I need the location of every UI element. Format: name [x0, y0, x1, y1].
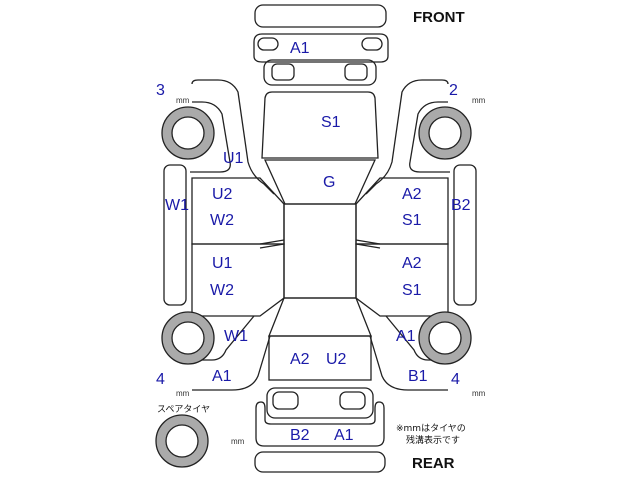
tire-rl-number: 4 [156, 371, 165, 388]
roof[interactable] [283, 203, 357, 299]
tire-front-left[interactable] [161, 106, 215, 160]
spare-tire-unit: mm [231, 437, 245, 446]
code-left-front-door-1: U2 [212, 186, 233, 203]
note-line-2: 残溝表示です [406, 434, 460, 446]
headlight-left [271, 63, 295, 81]
front-strip [254, 4, 387, 28]
code-right-rocker: B2 [451, 197, 471, 214]
code-left-front-pillar: U1 [223, 150, 244, 167]
code-right-rear-fender: A1 [396, 328, 416, 345]
rear-lights [266, 387, 374, 419]
code-right-rear-door-2: S1 [402, 282, 422, 299]
tire-front-right[interactable] [418, 106, 472, 160]
spare-tire-label: スペアタイヤ [157, 404, 210, 415]
tire-rr-unit: mm [472, 389, 486, 398]
left-front-fender[interactable] [191, 79, 275, 195]
code-hood: S1 [321, 114, 341, 131]
right-rocker[interactable] [453, 164, 477, 306]
code-right-rear-door-1: A2 [402, 255, 422, 272]
code-right-rear-quarter: B1 [408, 368, 428, 385]
front-bumper[interactable] [253, 33, 389, 63]
tire-fr-number: 2 [449, 82, 458, 99]
front-grille [263, 59, 377, 86]
right-rear-quarter[interactable] [385, 315, 448, 361]
rear-strip [254, 451, 386, 473]
left-rocker[interactable] [163, 164, 187, 306]
tire-spare[interactable] [155, 414, 209, 468]
tire-fl-unit: mm [176, 96, 190, 105]
code-windshield: G [323, 174, 335, 191]
code-left-rear-door-2: W2 [210, 282, 234, 299]
code-left-rear-fender: W1 [224, 328, 248, 345]
tire-rr-number: 4 [451, 371, 460, 388]
left-front-door[interactable] [191, 177, 285, 245]
right-front-fender[interactable] [365, 79, 449, 195]
code-rear-bumper-2: A1 [334, 427, 354, 444]
code-right-front-door-1: A2 [402, 186, 422, 203]
code-left-front-door-2: W2 [210, 212, 234, 229]
note-line-1: ※mmはタイヤの [396, 423, 466, 434]
code-front-bumper: A1 [290, 40, 310, 57]
right-front-door[interactable] [355, 177, 449, 245]
windshield[interactable] [263, 159, 377, 205]
code-trunk-1: A2 [290, 351, 310, 368]
code-right-front-door-2: S1 [402, 212, 422, 229]
left-rear-door[interactable] [191, 243, 285, 317]
code-trunk-2: U2 [326, 351, 347, 368]
tire-rear-left[interactable] [161, 311, 215, 365]
code-left-rocker: W1 [165, 197, 189, 214]
right-rear-door[interactable] [355, 243, 449, 317]
rear-window[interactable] [268, 297, 372, 337]
hood[interactable] [261, 91, 379, 159]
tire-fl-number: 3 [156, 82, 165, 99]
code-rear-bumper-1: B2 [290, 427, 310, 444]
rear-heading: REAR [412, 455, 455, 472]
code-left-rear-quarter: A1 [212, 368, 232, 385]
tire-rl-unit: mm [176, 389, 190, 398]
trunk[interactable] [268, 335, 372, 381]
tire-fr-unit: mm [472, 96, 486, 105]
front-heading: FRONT [413, 9, 465, 26]
left-rear-quarter[interactable] [192, 315, 255, 361]
headlight-right [344, 63, 368, 81]
rear-bumper[interactable] [255, 401, 385, 447]
tire-rear-right[interactable] [418, 311, 472, 365]
code-left-rear-door-1: U1 [212, 255, 233, 272]
